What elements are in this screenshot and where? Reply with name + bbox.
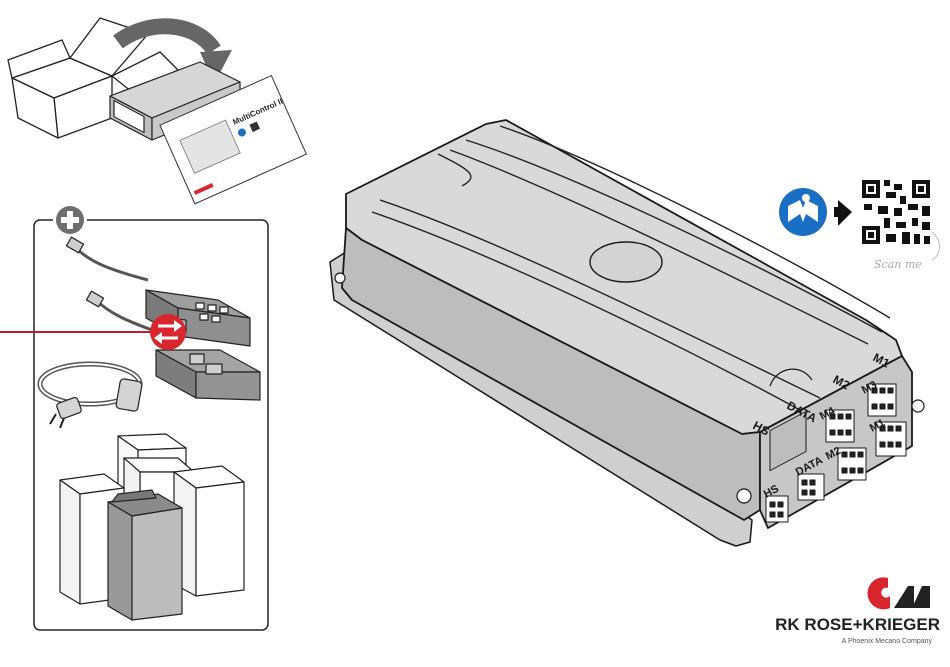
- mounting-hole: [912, 400, 924, 412]
- accessories-panel: [0, 203, 268, 630]
- read-manual-icon: [779, 188, 827, 236]
- control-unit: HS DATA M2 M1 M4 M3 M2 M1 DATA HS: [330, 120, 924, 546]
- port-data: [798, 474, 824, 500]
- arrow-right-icon: [838, 200, 852, 226]
- port-hs: [766, 496, 788, 522]
- brand-logo: RK ROSE+KRIEGER A Phoenix Mecano Company: [775, 577, 940, 645]
- rk-logo-mark: [868, 577, 930, 609]
- scan-me-caption: Scan me: [874, 258, 922, 271]
- brand-name: RK ROSE+KRIEGER: [775, 615, 940, 634]
- qr-code: [860, 178, 932, 246]
- manual-qr-group: Scan me: [779, 178, 940, 271]
- unboxing-scene: MultiControl II: [8, 18, 306, 204]
- brand-tagline: A Phoenix Mecano Company: [842, 638, 933, 645]
- mounting-hole: [335, 273, 345, 283]
- mounting-hole: [737, 489, 751, 503]
- swap-icon: [150, 314, 186, 350]
- plus-icon: [53, 203, 87, 237]
- top-round-indent: [590, 242, 662, 282]
